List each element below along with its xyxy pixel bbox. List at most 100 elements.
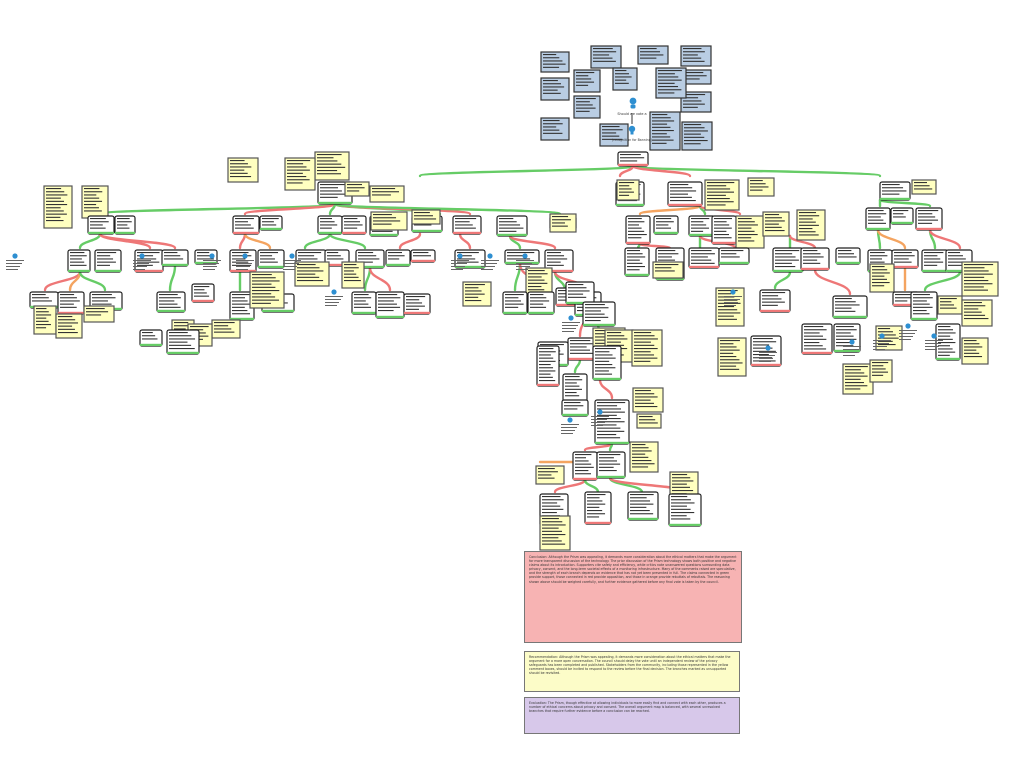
reason-hub-icon[interactable] (209, 253, 215, 259)
source-box[interactable] (573, 95, 601, 119)
claim-box[interactable] (759, 289, 791, 313)
claim-box[interactable] (711, 215, 737, 245)
claim-box[interactable] (624, 247, 650, 277)
claim-box[interactable] (166, 329, 200, 355)
reason-hub-icon[interactable] (597, 409, 603, 415)
source-box[interactable] (590, 45, 622, 69)
claim-box[interactable] (890, 207, 914, 225)
claim-box[interactable] (341, 215, 367, 235)
source-box[interactable] (612, 67, 638, 91)
claim-box[interactable] (596, 451, 626, 479)
comment-box[interactable] (961, 337, 989, 365)
comment-box[interactable] (629, 441, 659, 473)
claim-box[interactable] (536, 345, 560, 387)
comment-box[interactable] (652, 261, 684, 279)
comment-box[interactable] (539, 515, 571, 551)
reason-hub-icon[interactable] (139, 253, 145, 259)
claim-box[interactable] (527, 291, 555, 315)
claim-box[interactable] (653, 215, 679, 235)
claim-box[interactable] (94, 249, 122, 273)
reason-hub-icon[interactable] (568, 315, 574, 321)
claim-box[interactable] (572, 451, 598, 481)
claim-box[interactable] (502, 291, 528, 315)
comment-box[interactable] (81, 185, 109, 219)
comment-box[interactable] (462, 281, 492, 307)
source-box[interactable] (649, 111, 681, 151)
claim-box[interactable] (584, 491, 612, 525)
claim-box[interactable] (625, 215, 651, 245)
claim-box[interactable] (582, 301, 616, 327)
claim-box[interactable] (232, 215, 260, 235)
comment-box[interactable] (370, 211, 408, 231)
claim-box[interactable] (800, 247, 830, 271)
comment-box[interactable] (616, 179, 640, 201)
comment-box[interactable] (631, 329, 663, 367)
comment-box[interactable] (911, 179, 937, 195)
claim-box[interactable] (921, 249, 949, 273)
claim-box[interactable] (688, 247, 720, 269)
comment-box[interactable] (704, 179, 740, 211)
claim-box[interactable] (617, 151, 649, 167)
reason-hub-icon[interactable] (487, 253, 493, 259)
comment-box[interactable] (937, 295, 963, 315)
comment-box[interactable] (341, 261, 365, 289)
claim-box[interactable] (865, 207, 891, 231)
claim-box[interactable] (592, 345, 622, 381)
comment-box[interactable] (715, 287, 745, 327)
claim-box[interactable] (410, 249, 436, 263)
comment-box[interactable] (636, 413, 662, 429)
claim-box[interactable] (688, 215, 716, 237)
comment-box[interactable] (796, 209, 826, 241)
comment-box[interactable] (869, 359, 893, 383)
claim-box[interactable] (891, 249, 919, 269)
reason-hub-icon[interactable] (12, 253, 18, 259)
claim-box[interactable] (627, 491, 659, 521)
source-box[interactable] (680, 91, 712, 113)
claim-box[interactable] (156, 291, 186, 313)
claim-box[interactable] (504, 249, 540, 265)
claim-box[interactable] (385, 249, 411, 267)
comment-box[interactable] (869, 263, 895, 293)
source-box[interactable] (637, 45, 669, 65)
comment-box[interactable] (549, 213, 577, 233)
claim-box[interactable] (562, 373, 588, 403)
claim-box[interactable] (229, 291, 255, 321)
comment-box[interactable] (961, 261, 999, 297)
comment-box[interactable] (961, 299, 993, 327)
comment-box[interactable] (211, 319, 241, 339)
comment-box[interactable] (227, 157, 259, 183)
source-box[interactable] (655, 67, 687, 99)
comment-box[interactable] (294, 261, 330, 287)
source-box[interactable] (540, 77, 570, 101)
claim-box[interactable] (452, 215, 482, 235)
reason-hub-icon[interactable] (931, 333, 937, 339)
claim-box[interactable] (454, 249, 486, 269)
claim-box[interactable] (879, 181, 911, 201)
claim-box[interactable] (114, 215, 136, 235)
source-box[interactable] (540, 117, 570, 141)
reason-hub-icon[interactable] (730, 289, 736, 295)
claim-box[interactable] (667, 181, 703, 207)
comment-box[interactable] (535, 465, 565, 485)
source-box[interactable] (573, 69, 601, 93)
reason-hub-icon[interactable] (522, 253, 528, 259)
claim-box[interactable] (191, 283, 215, 303)
comment-box[interactable] (369, 185, 405, 203)
reason-hub-icon[interactable] (849, 339, 855, 345)
reason-hub-icon[interactable] (765, 345, 771, 351)
claim-box[interactable] (594, 399, 630, 445)
claim-box[interactable] (351, 291, 377, 315)
claim-box[interactable] (718, 247, 750, 265)
comment-box[interactable] (762, 211, 790, 237)
comment-box[interactable] (33, 305, 57, 335)
source-box[interactable] (599, 123, 629, 147)
comment-box[interactable] (842, 363, 874, 395)
claim-box[interactable] (835, 247, 861, 265)
claim-box[interactable] (561, 399, 589, 417)
reason-hub-icon[interactable] (331, 289, 337, 295)
comment-box[interactable] (83, 305, 115, 323)
source-box[interactable] (681, 121, 713, 151)
claim-box[interactable] (565, 281, 595, 305)
claim-box[interactable] (403, 293, 431, 315)
claim-box[interactable] (910, 291, 938, 321)
